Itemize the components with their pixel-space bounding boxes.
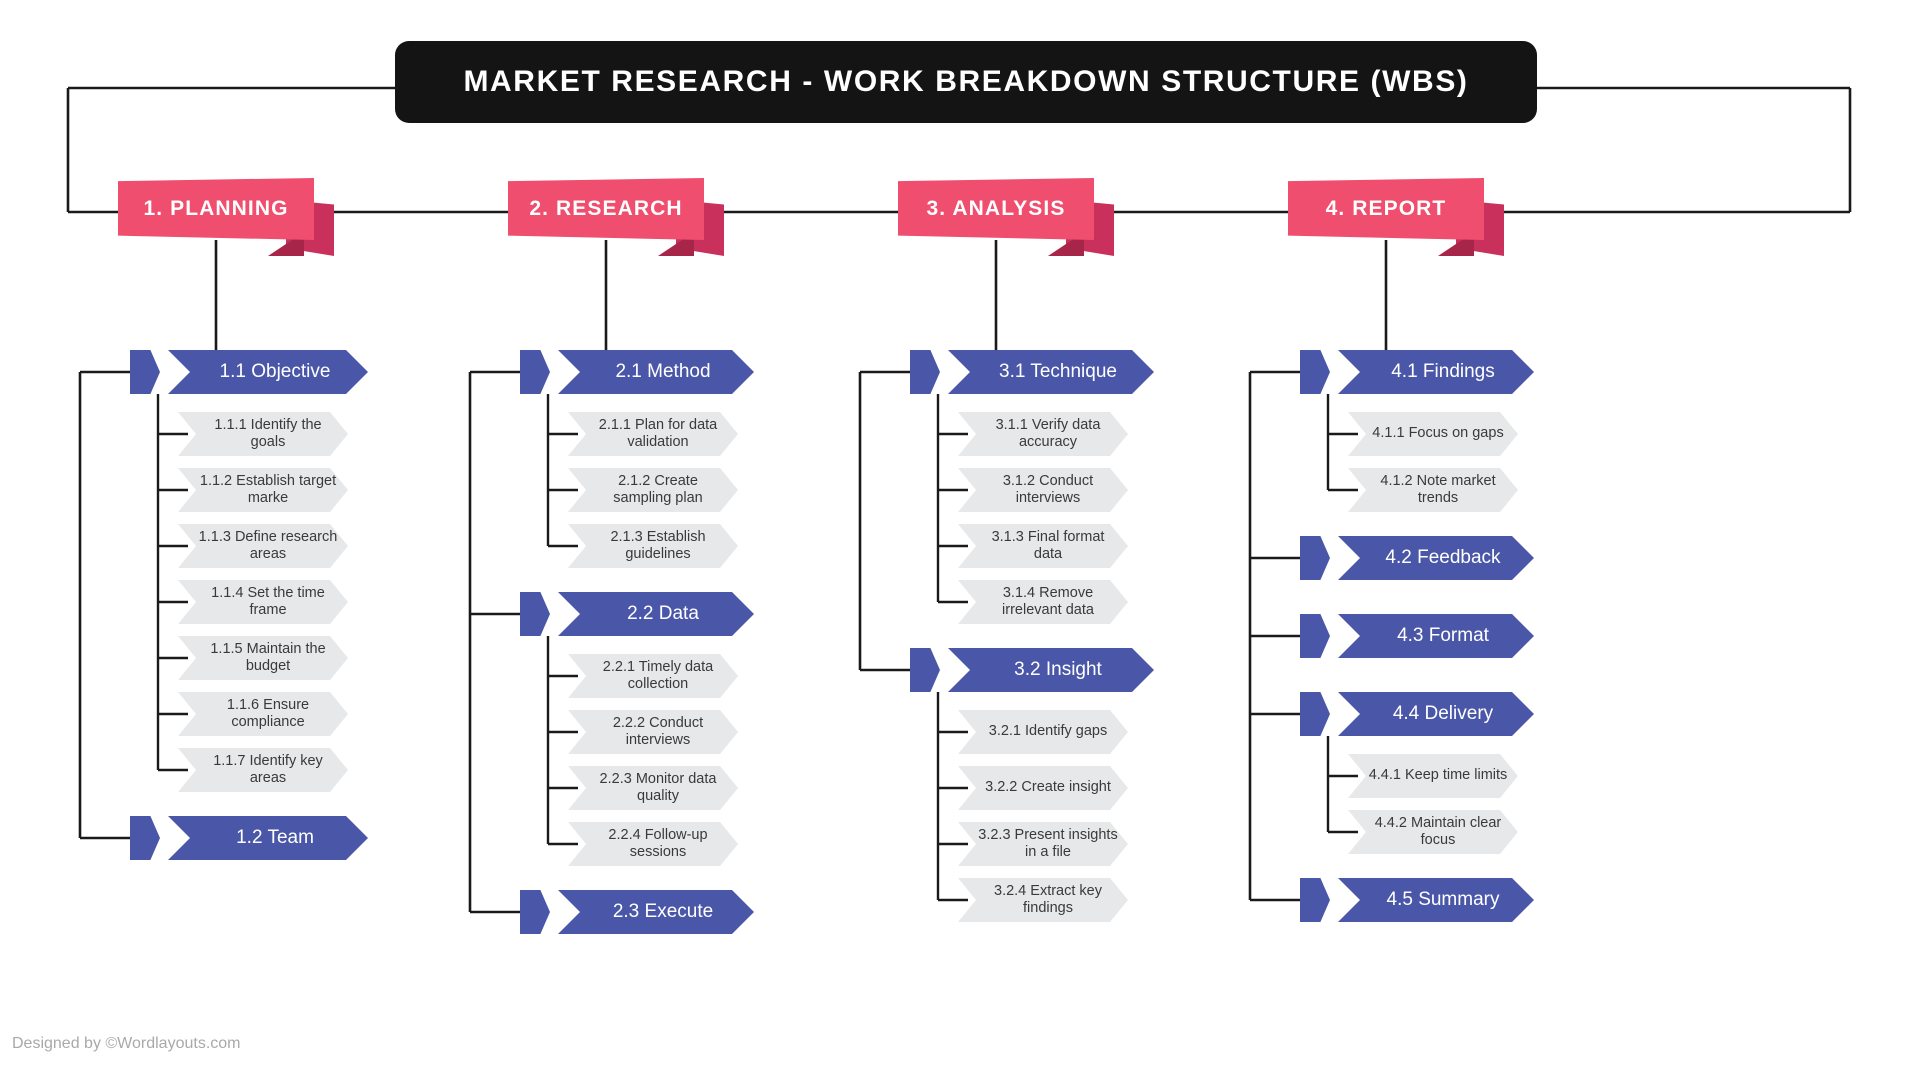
leaf-label: 3.1.4 Remove irrelevant data bbox=[1002, 584, 1094, 618]
group-label: 3.2 Insight bbox=[1014, 659, 1102, 680]
phase-label: 1. PLANNING bbox=[143, 197, 289, 220]
leaf-label: 4.4.1 Keep time limits bbox=[1368, 767, 1508, 784]
chevron-tail-icon bbox=[1300, 614, 1330, 658]
leaf-label: 3.1.1 Verify data accuracy bbox=[995, 416, 1101, 450]
leaf-label: 2.1.1 Plan for data validation bbox=[598, 416, 718, 450]
phase-label: 2. RESEARCH bbox=[529, 197, 683, 220]
leaf-node-research-1-1[interactable]: 2.1.1 Plan for data validation bbox=[568, 412, 738, 456]
group-node-research-1[interactable]: 2.1 Method bbox=[520, 350, 754, 394]
group-node-report-3[interactable]: 4.3 Format bbox=[1300, 614, 1534, 658]
group-label: 4.4 Delivery bbox=[1392, 703, 1494, 724]
chevron-tail-icon bbox=[1300, 350, 1330, 394]
chevron-tail-icon bbox=[1300, 536, 1330, 580]
leaf-label: 3.1.2 Conduct interviews bbox=[1002, 472, 1094, 506]
leaf-node-research-1-2[interactable]: 2.1.2 Create sampling plan bbox=[568, 468, 738, 512]
diagram-title-banner: MARKET RESEARCH - WORK BREAKDOWN STRUCTU… bbox=[395, 41, 1537, 123]
leaf-label: 1.1.7 Identify key areas bbox=[213, 752, 323, 786]
leaf-label: 2.1.3 Establish guidelines bbox=[610, 528, 706, 562]
phase-label: 4. REPORT bbox=[1325, 197, 1447, 220]
group-label: 2.2 Data bbox=[627, 603, 699, 624]
leaf-node-research-2-4[interactable]: 2.2.4 Follow-up sessions bbox=[568, 822, 738, 866]
leaf-node-planning-1-4[interactable]: 1.1.4 Set the time frame bbox=[178, 580, 348, 624]
chevron-tail-icon bbox=[520, 350, 550, 394]
chevron-tail-icon bbox=[520, 890, 550, 934]
leaf-node-research-2-2[interactable]: 2.2.2 Conduct interviews bbox=[568, 710, 738, 754]
group-node-report-5[interactable]: 4.5 Summary bbox=[1300, 878, 1534, 922]
designer-credit: Designed by ©Wordlayouts.com bbox=[12, 1035, 241, 1052]
leaf-label: 2.2.2 Conduct interviews bbox=[612, 714, 704, 748]
leaf-label: 2.2.3 Monitor data quality bbox=[599, 770, 717, 804]
leaf-label: 1.1.3 Define research areas bbox=[198, 528, 338, 562]
leaf-label: 3.1.3 Final format data bbox=[991, 528, 1105, 562]
leaf-node-analysis-1-4[interactable]: 3.1.4 Remove irrelevant data bbox=[958, 580, 1128, 624]
group-label: 4.2 Feedback bbox=[1385, 547, 1501, 568]
leaf-node-research-2-1[interactable]: 2.2.1 Timely data collection bbox=[568, 654, 738, 698]
group-label: 3.1 Technique bbox=[999, 361, 1117, 382]
leaf-node-analysis-1-2[interactable]: 3.1.2 Conduct interviews bbox=[958, 468, 1128, 512]
group-node-planning-1[interactable]: 1.1 Objective bbox=[130, 350, 368, 394]
leaf-node-planning-1-5[interactable]: 1.1.5 Maintain the budget bbox=[178, 636, 348, 680]
chevron-tail-icon bbox=[130, 816, 160, 860]
group-label: 4.1 Findings bbox=[1391, 361, 1495, 382]
leaf-node-research-2-3[interactable]: 2.2.3 Monitor data quality bbox=[568, 766, 738, 810]
leaf-label: 3.2.1 Identify gaps bbox=[988, 723, 1108, 740]
group-label: 2.3 Execute bbox=[612, 901, 714, 922]
leaf-label: 2.2.1 Timely data collection bbox=[602, 658, 714, 692]
chevron-tail-icon bbox=[1300, 878, 1330, 922]
leaf-label: 4.1.1 Focus on gaps bbox=[1372, 425, 1504, 442]
leaf-label: 1.1.6 Ensure compliance bbox=[226, 696, 310, 730]
leaf-node-report-1-1[interactable]: 4.1.1 Focus on gaps bbox=[1348, 412, 1518, 456]
leaf-node-analysis-2-3[interactable]: 3.2.3 Present insights in a file bbox=[958, 822, 1128, 866]
leaf-label: 4.1.2 Note market trends bbox=[1380, 472, 1496, 506]
chevron-tail-icon bbox=[130, 350, 160, 394]
group-label: 4.5 Summary bbox=[1386, 889, 1500, 910]
leaf-node-analysis-2-4[interactable]: 3.2.4 Extract key findings bbox=[958, 878, 1128, 922]
chevron-tail-icon bbox=[910, 648, 940, 692]
leaf-node-planning-1-6[interactable]: 1.1.6 Ensure compliance bbox=[178, 692, 348, 736]
leaf-node-planning-1-1[interactable]: 1.1.1 Identify the goals bbox=[178, 412, 348, 456]
leaf-node-planning-1-3[interactable]: 1.1.3 Define research areas bbox=[178, 524, 348, 568]
leaf-label: 1.1.1 Identify the goals bbox=[214, 416, 322, 450]
leaf-label: 4.4.2 Maintain clear focus bbox=[1374, 814, 1502, 848]
group-node-research-2[interactable]: 2.2 Data bbox=[520, 592, 754, 636]
group-node-report-2[interactable]: 4.2 Feedback bbox=[1300, 536, 1534, 580]
chevron-tail-icon bbox=[910, 350, 940, 394]
phase-label: 3. ANALYSIS bbox=[926, 197, 1066, 220]
group-node-analysis-1[interactable]: 3.1 Technique bbox=[910, 350, 1154, 394]
leaf-node-report-1-2[interactable]: 4.1.2 Note market trends bbox=[1348, 468, 1518, 512]
leaf-node-analysis-2-2[interactable]: 3.2.2 Create insight bbox=[958, 766, 1128, 810]
leaf-label: 3.2.4 Extract key findings bbox=[994, 882, 1102, 916]
leaf-node-analysis-2-1[interactable]: 3.2.1 Identify gaps bbox=[958, 710, 1128, 754]
leaf-label: 3.2.2 Create insight bbox=[985, 779, 1111, 796]
group-node-report-1[interactable]: 4.1 Findings bbox=[1300, 350, 1534, 394]
leaf-node-report-4-2[interactable]: 4.4.2 Maintain clear focus bbox=[1348, 810, 1518, 854]
leaf-label: 1.1.2 Establish target marke bbox=[199, 472, 337, 506]
chevron-tail-icon bbox=[520, 592, 550, 636]
leaf-label: 2.2.4 Follow-up sessions bbox=[608, 826, 708, 860]
leaf-node-report-4-1[interactable]: 4.4.1 Keep time limits bbox=[1348, 754, 1518, 798]
leaf-node-analysis-1-1[interactable]: 3.1.1 Verify data accuracy bbox=[958, 412, 1128, 456]
leaf-label: 1.1.4 Set the time frame bbox=[211, 584, 325, 618]
page-title: MARKET RESEARCH - WORK BREAKDOWN STRUCTU… bbox=[463, 65, 1469, 98]
group-label: 1.2 Team bbox=[236, 827, 314, 848]
leaf-node-analysis-1-3[interactable]: 3.1.3 Final format data bbox=[958, 524, 1128, 568]
group-label: 1.1 Objective bbox=[219, 361, 331, 382]
leaf-node-planning-1-7[interactable]: 1.1.7 Identify key areas bbox=[178, 748, 348, 792]
group-label: 4.3 Format bbox=[1397, 625, 1489, 646]
leaf-label: 2.1.2 Create sampling plan bbox=[613, 472, 703, 506]
group-node-research-3[interactable]: 2.3 Execute bbox=[520, 890, 754, 934]
leaf-label: 3.2.3 Present insights in a file bbox=[978, 826, 1118, 860]
leaf-node-research-1-3[interactable]: 2.1.3 Establish guidelines bbox=[568, 524, 738, 568]
group-node-report-4[interactable]: 4.4 Delivery bbox=[1300, 692, 1534, 736]
group-label: 2.1 Method bbox=[615, 361, 711, 382]
group-node-planning-2[interactable]: 1.2 Team bbox=[130, 816, 368, 860]
chevron-tail-icon bbox=[1300, 692, 1330, 736]
group-node-analysis-2[interactable]: 3.2 Insight bbox=[910, 648, 1154, 692]
leaf-label: 1.1.5 Maintain the budget bbox=[210, 640, 326, 674]
leaf-node-planning-1-2[interactable]: 1.1.2 Establish target marke bbox=[178, 468, 348, 512]
